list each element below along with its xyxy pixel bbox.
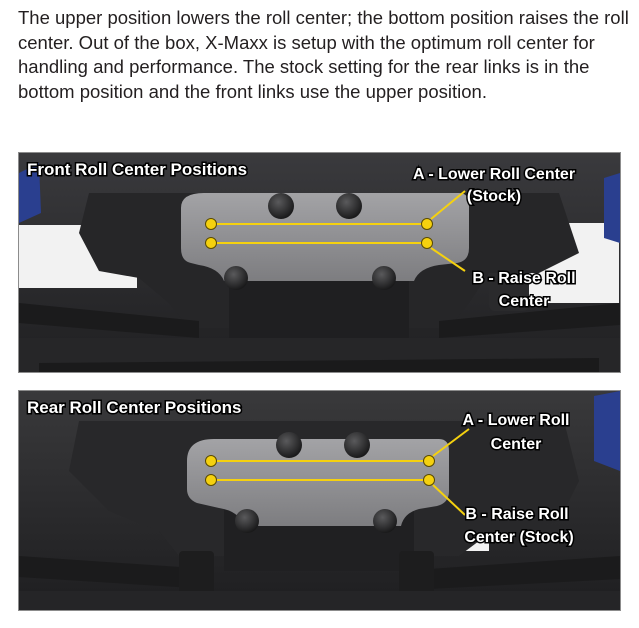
front-label-b-line2: Center: [499, 293, 550, 310]
rear-roll-center-figure: Rear Roll Center Positions A - Lower Rol…: [18, 390, 621, 611]
hex-bolt-icon: [224, 266, 248, 290]
hex-bolt-icon: [276, 432, 302, 458]
callout-line-icon: [430, 247, 466, 272]
link-mount-hole-icon: [421, 218, 433, 230]
callout-line-icon: [430, 190, 466, 220]
link-mount-hole-icon: [205, 237, 217, 249]
hex-bolt-icon: [372, 266, 396, 290]
link-mount-hole-icon: [423, 474, 435, 486]
link-mount-hole-icon: [205, 455, 217, 467]
rear-chassis-photo: Rear Roll Center Positions A - Lower Rol…: [19, 391, 620, 610]
hex-bolt-icon: [336, 193, 362, 219]
intro-paragraph: The upper position lowers the roll cente…: [18, 7, 629, 102]
rear-label-a-line1: A - Lower Roll: [463, 412, 570, 429]
front-label-a-line1: A - Lower Roll Center: [413, 166, 575, 183]
hex-bolt-icon: [268, 193, 294, 219]
rear-label-b-line1: B - Raise Roll: [465, 506, 568, 523]
shock-spring-left: [19, 163, 41, 223]
front-mount-plate: [181, 193, 469, 281]
callout-line-icon: [432, 484, 466, 516]
link-mount-hole-icon: [421, 237, 433, 249]
hex-bolt-icon: [235, 509, 259, 533]
front-label-a-line2: (Stock): [467, 188, 521, 205]
link-mount-hole-icon: [423, 455, 435, 467]
front-roll-center-figure: Front Roll Center Positions A - Lower Ro…: [18, 152, 621, 373]
rear-label-b-line2: Center (Stock): [464, 529, 573, 546]
shock-spring-right: [594, 391, 620, 471]
callout-line-icon: [432, 428, 470, 457]
link-mount-hole-icon: [205, 218, 217, 230]
rear-figure-title: Rear Roll Center Positions: [27, 398, 241, 417]
front-label-b-line1: B - Raise Roll: [472, 270, 575, 287]
rear-label-a-line2: Center: [491, 436, 542, 453]
shock-spring-right: [604, 173, 620, 243]
hex-bolt-icon: [373, 509, 397, 533]
front-figure-title: Front Roll Center Positions: [27, 160, 247, 179]
link-mount-hole-icon: [205, 474, 217, 486]
hex-bolt-icon: [344, 432, 370, 458]
front-chassis-photo: Front Roll Center Positions A - Lower Ro…: [19, 153, 620, 372]
